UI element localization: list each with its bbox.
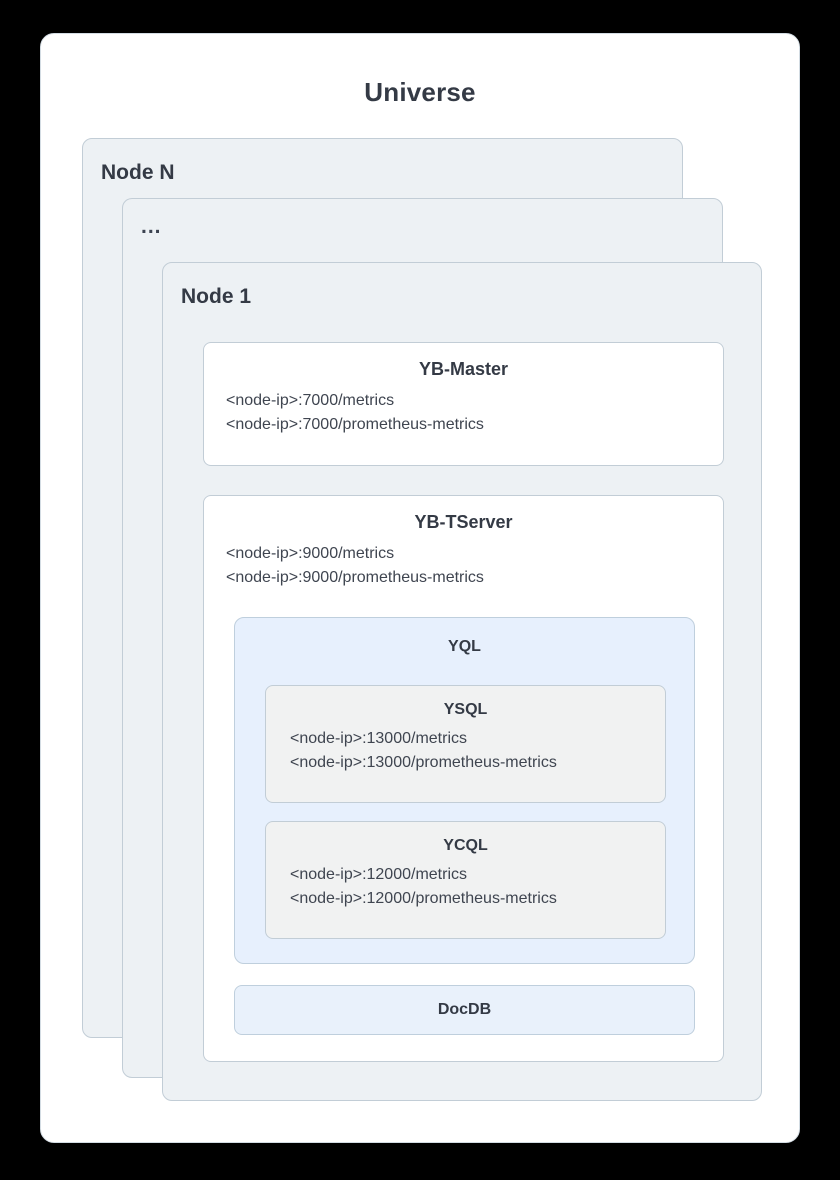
yb-master-title: YB-Master — [418, 359, 509, 379]
universe-card: Universe Node N ... Node 1 YB-Master <no… — [40, 33, 800, 1143]
yb-tserver-title: YB-TServer — [414, 512, 513, 532]
node-card-node-1: Node 1 YB-Master <node-ip>:7000/metrics … — [162, 262, 762, 1101]
ycql-title: YCQL — [443, 837, 488, 854]
yb-master-box: YB-Master <node-ip>:7000/metrics <node-i… — [203, 342, 724, 466]
endpoint-item: <node-ip>:9000/prometheus-metrics — [226, 569, 484, 586]
docdb-box: DocDB — [234, 985, 695, 1035]
endpoint-item: <node-ip>:7000/prometheus-metrics — [226, 416, 484, 433]
yb-tserver-endpoints: <node-ip>:9000/metrics <node-ip>:9000/pr… — [204, 533, 723, 590]
ysql-title: YSQL — [443, 701, 488, 718]
endpoint-item: <node-ip>:7000/metrics — [226, 392, 395, 409]
endpoint-item: <node-ip>:13000/metrics — [290, 730, 467, 747]
yql-title: YQL — [448, 638, 481, 655]
endpoint-item: <node-ip>:9000/metrics — [226, 545, 395, 562]
ycql-box: YCQL <node-ip>:12000/metrics <node-ip>:1… — [265, 821, 666, 939]
yql-panel: YQL YSQL <node-ip>:13000/metrics <node-i… — [234, 617, 695, 964]
node-label-node-n: Node N — [101, 161, 175, 184]
page-title: Universe — [364, 77, 476, 107]
endpoint-item: <node-ip>:13000/prometheus-metrics — [290, 754, 557, 771]
ysql-box: YSQL <node-ip>:13000/metrics <node-ip>:1… — [265, 685, 666, 803]
ycql-endpoints: <node-ip>:12000/metrics <node-ip>:12000/… — [266, 855, 665, 911]
node-label-node-1: Node 1 — [181, 285, 252, 308]
endpoint-item: <node-ip>:12000/metrics — [290, 866, 467, 883]
yb-master-endpoints: <node-ip>:7000/metrics <node-ip>:7000/pr… — [204, 380, 723, 437]
docdb-title: DocDB — [437, 1001, 492, 1018]
yb-tserver-box: YB-TServer <node-ip>:9000/metrics <node-… — [203, 495, 724, 1062]
node-label-ellipsis: ... — [141, 215, 162, 238]
endpoint-item: <node-ip>:12000/prometheus-metrics — [290, 890, 557, 907]
ysql-endpoints: <node-ip>:13000/metrics <node-ip>:13000/… — [266, 719, 665, 775]
